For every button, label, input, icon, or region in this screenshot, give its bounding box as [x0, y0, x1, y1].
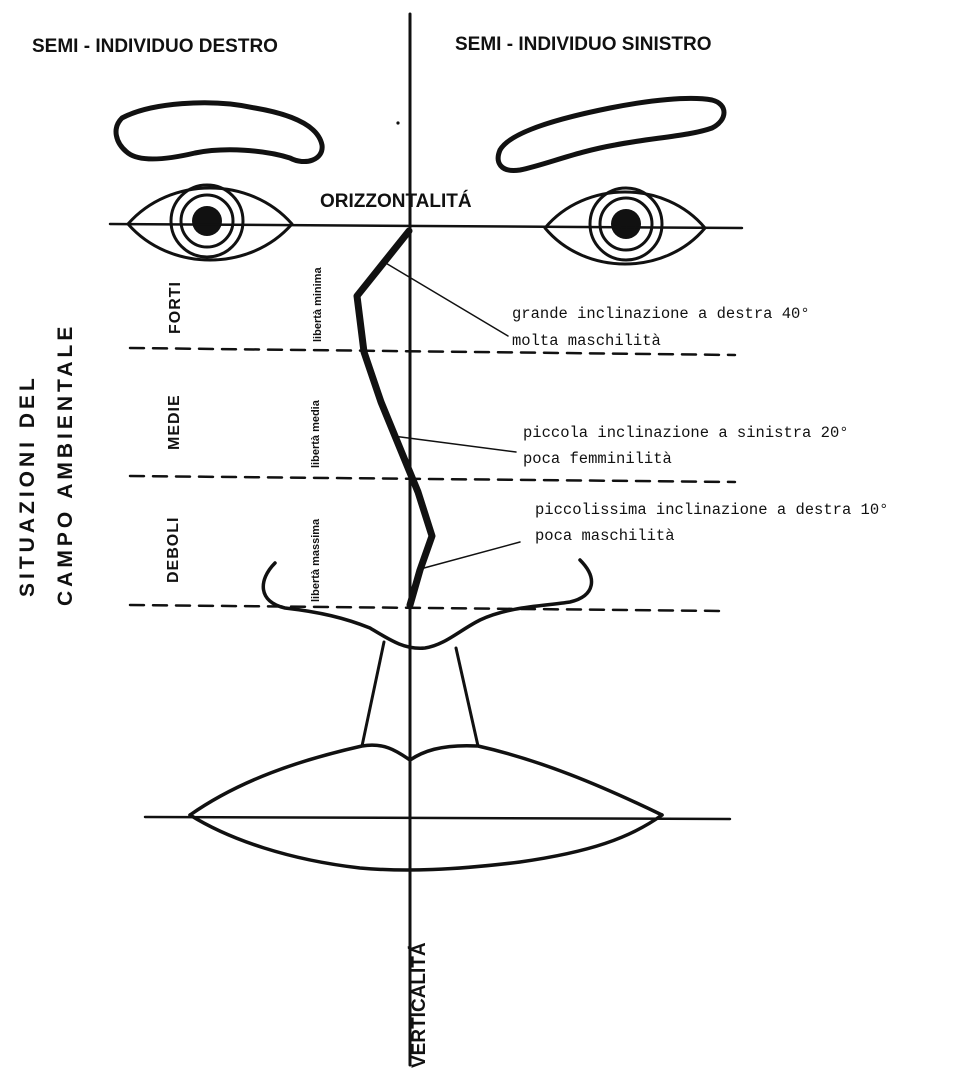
band-label-forti: FORTI — [167, 281, 184, 334]
side-title-line1: SITUAZIONI DEL — [16, 374, 39, 597]
vertical-axis-label: VERTICALITÁ — [408, 942, 430, 1068]
lips-icon — [145, 745, 730, 870]
annotation-3-line1: piccolissima inclinazione a destra 10° — [535, 501, 888, 519]
speck-mark — [396, 121, 399, 124]
philtrum-icon — [362, 642, 478, 746]
annotation-3-line2: poca maschilità — [535, 527, 675, 545]
nose-bridge-stroke — [357, 231, 432, 605]
right-eye-icon — [128, 185, 292, 260]
leader-line-1 — [384, 262, 508, 336]
freedom-label-media: libertà media — [310, 399, 322, 468]
header-right: SEMI - INDIVIDUO SINISTRO — [455, 34, 712, 55]
annotation-2-line1: piccola inclinazione a sinistra 20° — [523, 424, 849, 442]
band-label-medie: MEDIE — [166, 394, 183, 450]
header-left: SEMI - INDIVIDUO DESTRO — [32, 36, 278, 57]
side-title-line2: CAMPO AMBIENTALE — [54, 323, 77, 606]
right-eyebrow-icon — [116, 103, 322, 162]
band-divider-3 — [130, 605, 725, 611]
freedom-label-minima: libertà minima — [312, 267, 324, 342]
annotation-2-line2: poca femminilità — [523, 450, 672, 468]
leader-line-3 — [424, 542, 520, 568]
annotation-1-line1: grande inclinazione a destra 40° — [512, 305, 810, 323]
horizontal-axis-label: ORIZZONTALITÁ — [320, 190, 472, 212]
band-divider-2 — [130, 476, 735, 482]
annotation-1-line2: molta maschilità — [512, 332, 661, 350]
left-eyebrow-icon — [498, 98, 724, 170]
band-label-deboli: DEBOLI — [165, 517, 182, 583]
freedom-label-massima: libertà massima — [310, 518, 322, 602]
